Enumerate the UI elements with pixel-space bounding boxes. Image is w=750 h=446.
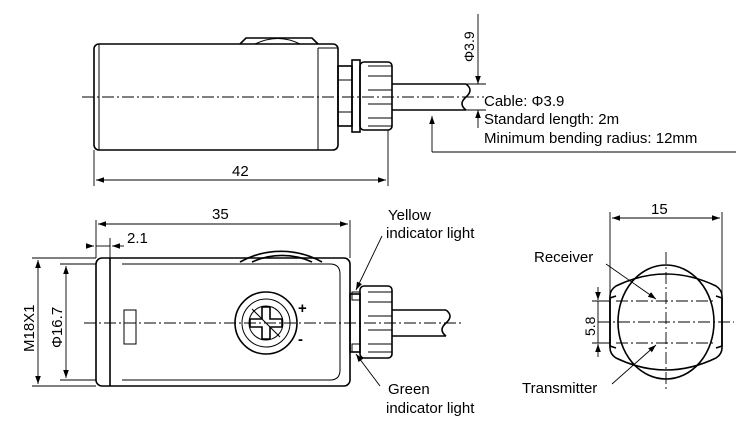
front-view: 15 5.8 Receiver Transmitter: [522, 201, 734, 397]
yellow-label-line2: indicator light: [386, 225, 475, 242]
width-dim-label: 35: [212, 206, 229, 223]
green-light-leader: [355, 353, 381, 387]
width-dimension-35: 35: [95, 206, 351, 258]
bend-note: Minimum bending radius: 12mm: [484, 130, 697, 147]
transmitter-leader: [611, 344, 657, 385]
side-view: + - 35: [21, 206, 475, 417]
body-diameter-dimension: Φ16.7: [49, 263, 96, 381]
cable-note: Cable: Φ3.9: [484, 93, 564, 110]
offset-dim-label: 2.1: [127, 230, 148, 247]
side-view-connector: [349, 285, 393, 359]
length-dimension: 42: [93, 130, 389, 186]
green-label-line1: Green: [388, 381, 430, 398]
offset-dimension: 2.1: [86, 230, 148, 258]
body-diameter-label: Φ16.7: [49, 307, 66, 348]
plus-sign: +: [298, 300, 307, 317]
length-dim-label: 42: [232, 163, 249, 180]
front-width-dimension: 15: [609, 201, 723, 296]
length-note: Standard length: 2m: [484, 111, 619, 128]
side-view-sensor-body: [95, 250, 351, 387]
minus-sign: -: [298, 331, 303, 348]
yellow-light-leader: [355, 235, 383, 291]
transmitter-label: Transmitter: [522, 380, 597, 397]
top-view-connector: [337, 59, 393, 133]
spacing-label: 5.8: [582, 316, 598, 336]
receiver-label: Receiver: [534, 249, 593, 266]
green-label-line2: indicator light: [386, 400, 475, 417]
thread-dim-label: M18X1: [21, 304, 38, 352]
thread-dimension: M18X1: [21, 257, 96, 387]
receiver-leader: [605, 263, 657, 300]
cable-note-leader: [429, 116, 736, 153]
cable-diameter-label: Φ3.9: [461, 31, 477, 62]
yellow-label-line1: Yellow: [388, 207, 431, 224]
front-width-label: 15: [651, 201, 668, 218]
cable-diameter-dimension: Φ3.9: [461, 14, 486, 128]
spacing-dimension: 5.8: [582, 287, 610, 357]
top-view-sensor-body: [93, 37, 339, 151]
top-view: Φ3.9 Cable: Φ3.9 Standard length: 2m Min…: [82, 14, 736, 186]
